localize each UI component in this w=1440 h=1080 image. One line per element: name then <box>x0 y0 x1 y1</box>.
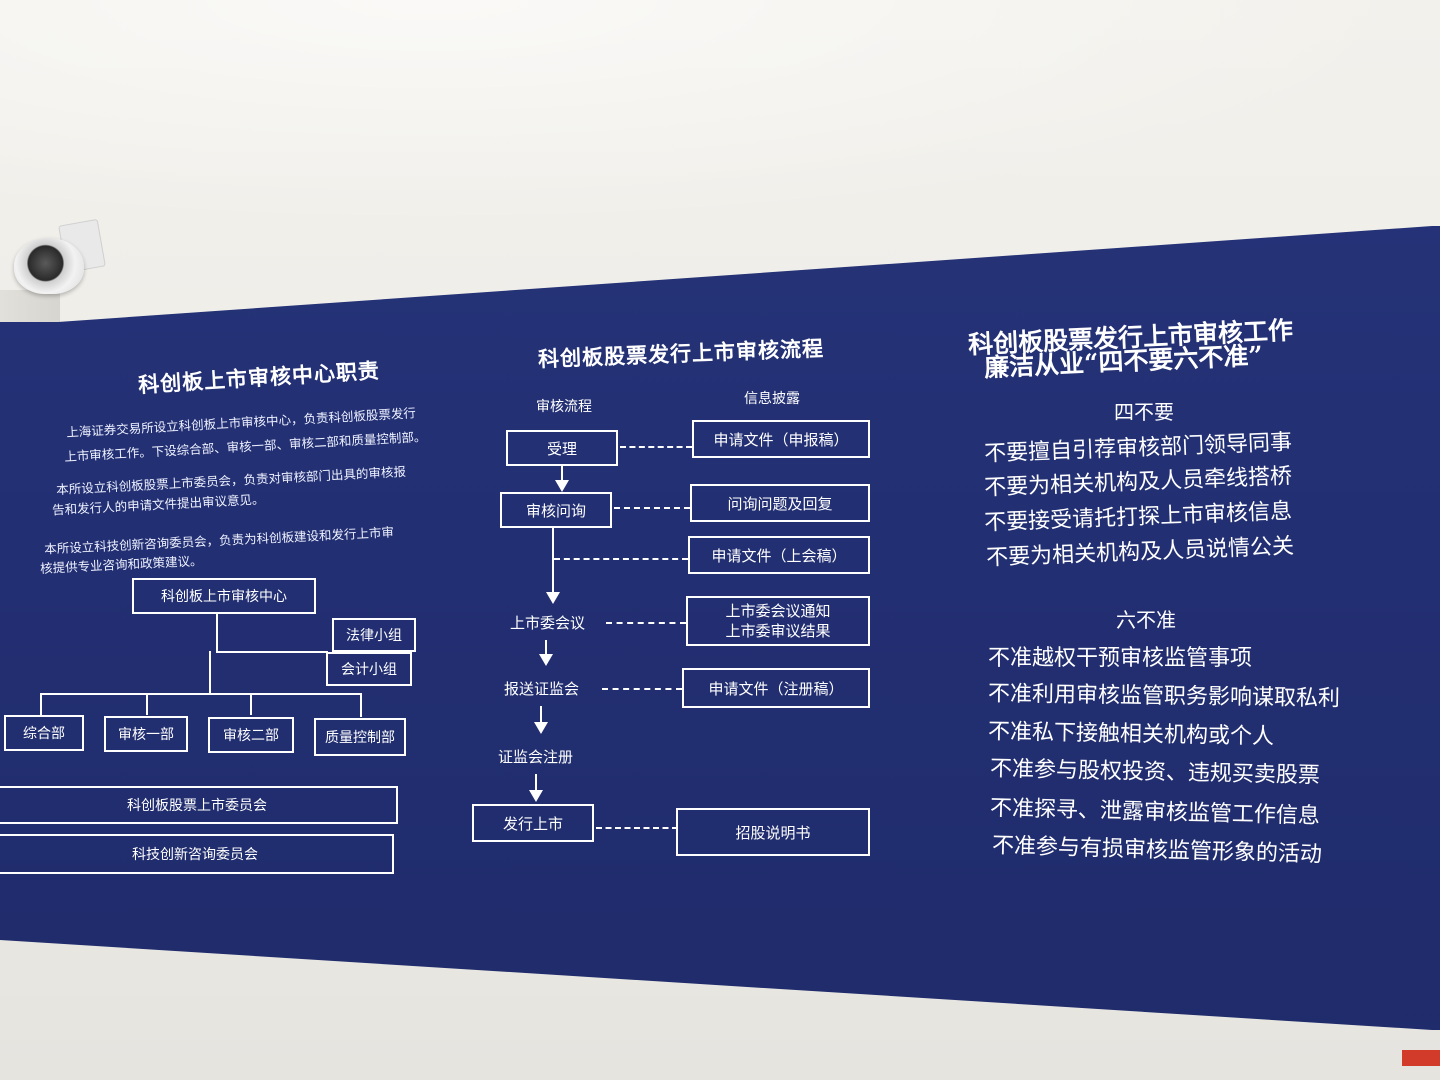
org-dept2-label: 审核一部 <box>118 727 174 743</box>
org-advisory-label: 科技创新咨询委员会 <box>132 847 258 863</box>
org-committee-label: 科创板股票上市委员会 <box>127 798 267 814</box>
info-label: 申请文件（上会稿） <box>711 546 847 565</box>
info-label: 招股说明书 <box>735 823 811 842</box>
org-connector <box>40 693 42 715</box>
flow-connector <box>552 528 554 594</box>
info-label: 申请文件（注册稿） <box>708 679 844 698</box>
flow-connector <box>545 640 547 656</box>
org-dept4-label: 质量控制部 <box>325 730 395 746</box>
six-header: 六不准 <box>1116 608 1176 632</box>
flow-step-inquiry: 审核问询 <box>500 492 612 528</box>
ceiling <box>0 0 1440 230</box>
flow-step-register: 证监会注册 <box>498 748 574 766</box>
flow-step-accept: 受理 <box>506 430 618 466</box>
col-flow-header: 审核流程 <box>536 399 592 415</box>
arrow-down-icon <box>539 654 553 666</box>
arrow-down-icon <box>529 790 543 802</box>
info-box: 申请文件（上会稿） <box>688 536 870 574</box>
flow-step-label: 受理 <box>546 439 577 458</box>
disclosure-link <box>596 827 678 829</box>
disclosure-link <box>614 507 690 509</box>
flow-step-label: 发行上市 <box>502 814 563 833</box>
arrow-down-icon <box>555 480 569 492</box>
info-label: 上市委审议结果 <box>725 622 831 640</box>
security-camera-icon <box>14 238 84 294</box>
org-legal-label: 法律小组 <box>346 628 402 644</box>
org-connector <box>209 651 211 693</box>
flow-connector <box>535 774 537 792</box>
six-item: 不准越权干预审核监管事项 <box>988 646 1253 671</box>
flow-connector <box>561 466 563 482</box>
org-connector <box>216 614 218 652</box>
org-connector <box>146 693 148 715</box>
flow-connector <box>540 706 542 724</box>
disclosure-link <box>620 446 692 448</box>
org-connector <box>40 693 362 695</box>
red-tag <box>1402 1050 1440 1066</box>
info-box: 申请文件（注册稿） <box>682 668 870 708</box>
org-advisory-box: 科技创新咨询委员会 <box>0 834 394 874</box>
four-header: 四不要 <box>1114 400 1174 424</box>
org-accounting-box: 会计小组 <box>326 652 412 686</box>
info-box: 上市委会议通知 上市委审议结果 <box>686 596 870 646</box>
arrow-down-icon <box>546 592 560 604</box>
arrow-down-icon <box>534 722 548 734</box>
org-center-label: 科创板上市审核中心 <box>161 589 287 605</box>
six-item: 不准利用审核监管职务影响谋取私利 <box>987 681 1341 712</box>
org-connector <box>250 693 252 715</box>
six-item: 不准私下接触相关机构或个人 <box>987 719 1275 750</box>
org-dept-box: 审核二部 <box>208 717 294 753</box>
org-committee-box: 科创板股票上市委员会 <box>0 786 398 824</box>
org-dept-box: 审核一部 <box>104 716 188 752</box>
info-box: 招股说明书 <box>676 808 870 856</box>
org-legal-box: 法律小组 <box>332 618 416 652</box>
flow-step-committee: 上市委会议 <box>510 614 586 632</box>
info-label: 申请文件（申报稿） <box>713 430 849 449</box>
org-dept3-label: 审核二部 <box>223 728 279 744</box>
flow-step-label: 审核问询 <box>525 501 586 520</box>
info-label: 问询问题及回复 <box>727 494 833 513</box>
disclosure-link <box>554 558 688 560</box>
col-info-header: 信息披露 <box>744 391 800 407</box>
info-box: 问询问题及回复 <box>690 484 870 522</box>
flow-step-listing: 发行上市 <box>472 804 594 842</box>
org-connector <box>360 693 362 717</box>
org-dept-box: 综合部 <box>4 715 84 751</box>
disclosure-link <box>602 688 682 690</box>
info-label: 上市委会议通知 <box>725 602 831 620</box>
flow-step-submit: 报送证监会 <box>504 680 580 698</box>
org-dept-box: 质量控制部 <box>314 718 406 756</box>
org-accounting-label: 会计小组 <box>341 662 397 678</box>
org-dept1-label: 综合部 <box>23 726 65 742</box>
org-connector <box>216 651 328 653</box>
info-box: 申请文件（申报稿） <box>692 420 870 458</box>
disclosure-link <box>606 622 686 624</box>
org-center-box: 科创板上市审核中心 <box>132 578 316 614</box>
